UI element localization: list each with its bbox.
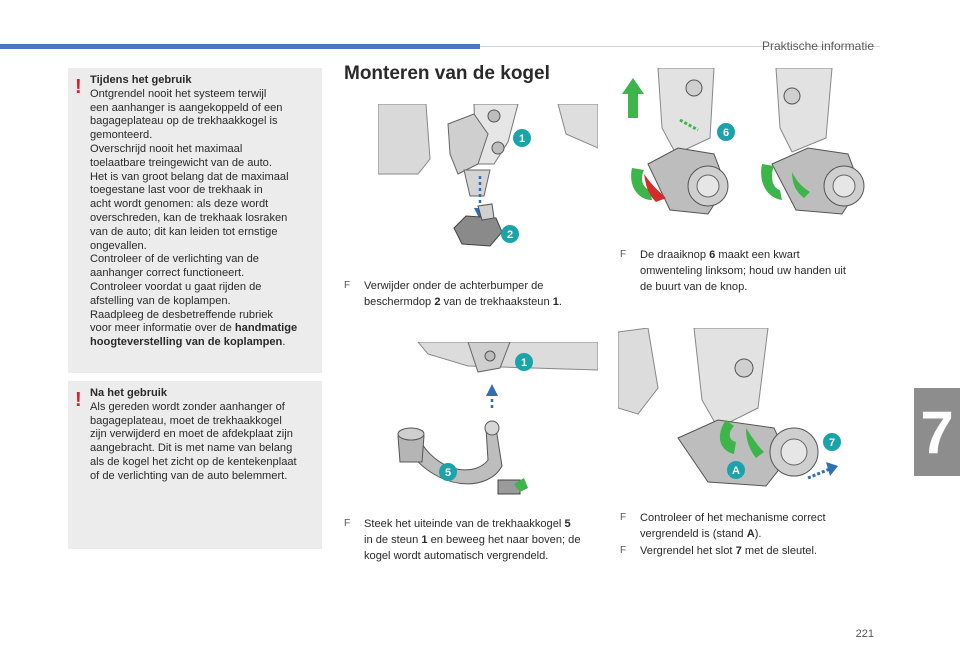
- callout-2: 2: [507, 229, 513, 241]
- warning-text: voor meer informatie over de: [90, 322, 235, 335]
- step-line: De draaiknop 6 maakt een kwart: [640, 249, 800, 261]
- header-rule: [480, 46, 880, 47]
- warning-text: .: [282, 336, 286, 349]
- warning-title: Tijdens het gebruik: [90, 74, 192, 86]
- warning-line: Het is van groot belang dat de maximaal: [90, 170, 289, 183]
- callout-6: 6: [723, 127, 729, 139]
- step-line: kogel wordt automatisch vergrendeld.: [364, 550, 549, 562]
- section-title: Monteren van de kogel: [344, 63, 550, 84]
- warning-box-usage: ! Tijdens het gebruik Ontgrendel nooit h…: [68, 68, 322, 373]
- warning-line: acht wordt genomen: als deze wordt: [90, 198, 269, 211]
- step-line: Vergrendel het slot 7 met de sleutel.: [640, 545, 817, 557]
- step-line: Steek het uiteinde van de trekhaakkogel …: [364, 518, 571, 530]
- warning-line: toelaatbare treingewicht van de auto.: [90, 156, 272, 169]
- chapter-tab: 7: [914, 388, 960, 476]
- warning-line: voor meer informatie over de handmatige: [90, 322, 312, 336]
- warning-line: Raadpleeg de desbetreffende rubriek: [90, 308, 273, 321]
- step-line: omwenteling linksom; houd uw handen uit: [640, 265, 846, 277]
- bullet-icon: F: [620, 249, 627, 260]
- callout-1: 1: [521, 357, 527, 369]
- warning-line: van de auto; dit kan leiden tot ernstige: [90, 225, 278, 238]
- step-line: in de steun 1 en beweeg het naar boven; …: [364, 534, 581, 546]
- callout-1: 1: [519, 133, 525, 145]
- warning-link-text: hoogteverstelling van de koplampen: [90, 336, 283, 349]
- callout-7: 7: [829, 437, 835, 449]
- page-number: 221: [855, 628, 874, 640]
- exclamation-icon: !: [75, 76, 82, 98]
- warning-line: Controleer voordat u gaat rijden de: [90, 280, 262, 293]
- warning-line: bagageplateau, moet de trekhaakkogel: [90, 414, 282, 427]
- bullet-icon: F: [344, 280, 351, 291]
- warning-line: ongevallen.: [90, 239, 147, 252]
- callout-5: 5: [445, 467, 451, 479]
- step-remove-cap: F Verwijder onder de achterbumper de bes…: [344, 278, 600, 310]
- step-line: de buurt van de knop.: [640, 281, 748, 293]
- callout-A: A: [732, 465, 740, 477]
- warning-line: als de kogel het zicht op de kentekenpla…: [90, 455, 297, 468]
- illustration-knob-rotation: 6: [618, 68, 748, 231]
- step-check-lock: F Controleer of het mechanisme correct v…: [620, 510, 882, 542]
- step-line: Controleer of het mechanisme correct: [640, 512, 826, 524]
- illustration-knob-locked: [752, 68, 882, 231]
- step-line: vergrendeld is (stand A).: [640, 528, 762, 540]
- section-header: Praktische informatie: [761, 39, 874, 53]
- warning-line: aangebracht. Dit is met name van belang: [90, 442, 293, 455]
- warning-line: Ontgrendel nooit het systeem terwijl: [90, 87, 267, 100]
- warning-line: een aanhanger is aangekoppeld of een: [90, 101, 283, 114]
- bullet-icon: F: [344, 518, 351, 529]
- warning-line: overschreden, kan de trekhaak losraken: [90, 211, 288, 224]
- warning-line: afstelling van de koplampen.: [90, 294, 231, 307]
- illustration-remove-cap: 1 2: [378, 104, 598, 266]
- warning-line: Als gereden wordt zonder aanhanger of: [90, 400, 285, 413]
- bullet-icon: F: [620, 512, 627, 523]
- step-lock-key: F Vergrendel het slot 7 met de sleutel.: [620, 543, 882, 559]
- exclamation-icon: !: [75, 389, 82, 411]
- step-insert-ball: F Steek het uiteinde van de trekhaakkoge…: [344, 516, 600, 564]
- warning-line: gemonteerd.: [90, 129, 153, 142]
- warning-link-text: handmatige: [234, 322, 298, 335]
- warning-line: hoogteverstelling van de koplampen.: [90, 336, 312, 350]
- warning-line: Overschrijd nooit het maximaal: [90, 142, 243, 155]
- warning-line: of de verlichting van de auto belemmert.: [90, 469, 288, 482]
- warning-line: aanhanger correct functioneert.: [90, 267, 245, 280]
- warning-line: toegestane last voor de trekhaak in: [90, 184, 263, 197]
- warning-line: bagageplateau op de trekhaakkogel is: [90, 115, 278, 128]
- warning-line: Controleer of de verlichting van de: [90, 253, 259, 266]
- warning-box-after-use: ! Na het gebruik Als gereden wordt zonde…: [68, 381, 322, 549]
- illustration-insert-ball: 1 5: [378, 342, 598, 504]
- header-accent-bar: [0, 44, 480, 49]
- warning-line: zijn verwijderd en moet de afdekplaat zi…: [90, 428, 293, 441]
- illustration-lock-check: 7 A: [618, 328, 882, 494]
- step-line: beschermdop 2 van de trekhaaksteun 1.: [364, 296, 562, 308]
- step-knob-rotation: F De draaiknop 6 maakt een kwart omwente…: [620, 247, 882, 295]
- warning-title: Na het gebruik: [90, 387, 168, 399]
- bullet-icon: F: [620, 545, 627, 556]
- step-line: Verwijder onder de achterbumper de: [364, 280, 544, 292]
